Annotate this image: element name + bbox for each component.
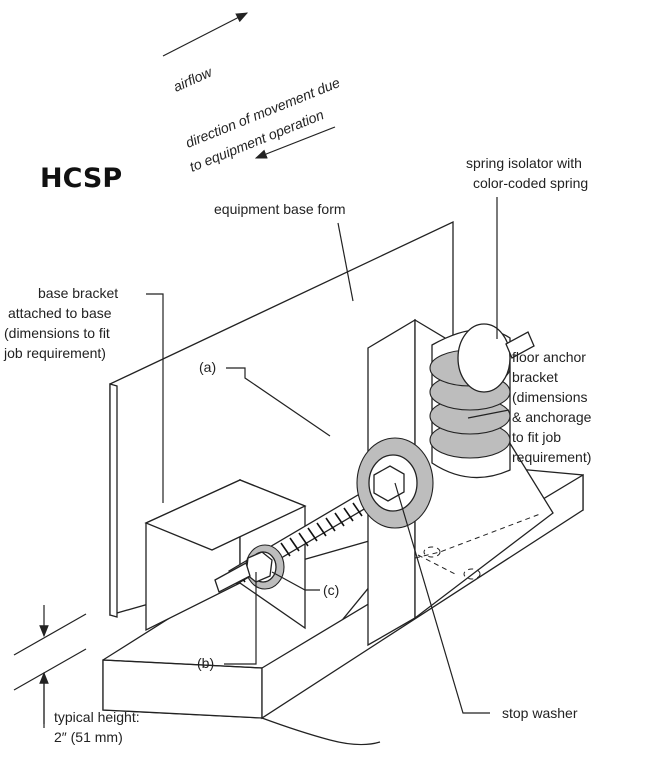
- floor-anchor-label-line3: (dimensions: [512, 389, 587, 405]
- typical-height-label-line2: 2″ (51 mm): [54, 729, 123, 745]
- base-bracket-label-line1: base bracket: [38, 285, 118, 301]
- floor-anchor-label-line6: requirement): [512, 449, 591, 465]
- base-bracket-label-line2: attached to base: [8, 305, 112, 321]
- base-bracket-label-line4: job requirement): [3, 345, 106, 361]
- movement-arrow: [254, 126, 336, 159]
- equipment-base-form-label: equipment base form: [214, 201, 346, 217]
- spring-isolator: [429, 323, 535, 479]
- airflow-arrow: [162, 12, 249, 57]
- stop-washer-label: stop washer: [502, 705, 578, 721]
- base-bracket-label-line3: (dimensions to fit: [4, 325, 110, 341]
- typical-height-label-line1: typical height:: [54, 709, 140, 725]
- bracket-nut-assembly: [214, 544, 285, 593]
- stop-washer-leader: [394, 482, 490, 714]
- spring-isolator-label-line1: spring isolator with: [466, 155, 582, 171]
- floor-anchor-leader: [467, 409, 510, 419]
- b-leader: [224, 572, 257, 665]
- floor-anchor-label-line2: bracket: [512, 369, 558, 385]
- base-bracket-leader: [146, 293, 164, 503]
- spring-isolator-label-line2: color-coded spring: [473, 175, 588, 191]
- equipment-base-form-leader: [337, 222, 354, 302]
- product-title: HCSP: [40, 163, 122, 194]
- airflow-label: airflow: [171, 63, 215, 94]
- a-leader: [226, 367, 331, 437]
- typical-height-indicator: [13, 605, 87, 728]
- a-label: (a): [199, 359, 216, 375]
- c-leader: [271, 571, 320, 591]
- c-label: (c): [323, 582, 339, 598]
- floor-anchor-label-line1: floor anchor: [512, 349, 586, 365]
- floor-anchor-label-line4: & anchorage: [512, 409, 592, 425]
- b-label: (b): [197, 655, 214, 671]
- floor-anchor-label-line5: to fit job: [512, 429, 561, 445]
